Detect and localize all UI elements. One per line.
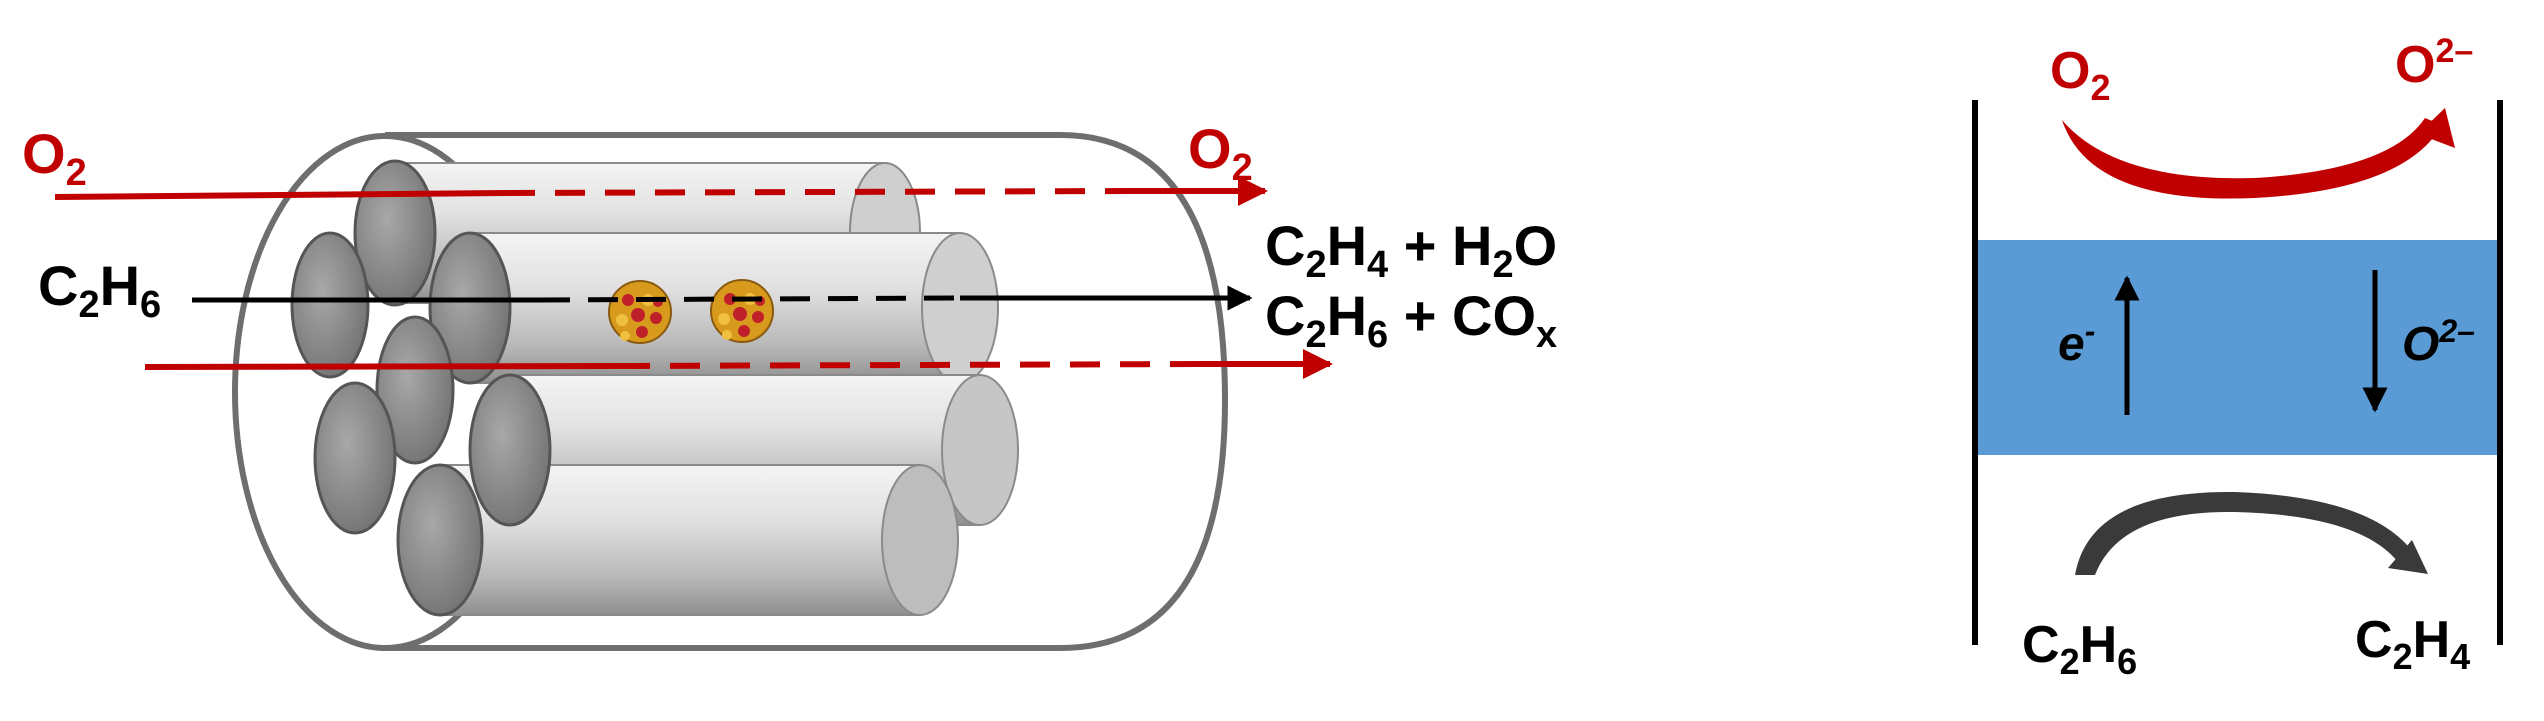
right-ethylene-label: C2H4 — [2355, 611, 2470, 677]
oxide-ion-label: O2– — [2395, 32, 2473, 94]
reactor-shell-outline — [385, 132, 1229, 651]
membrane-layer — [1978, 240, 2497, 455]
right-o2-label: O2 — [2050, 42, 2110, 108]
tube-ends — [290, 159, 552, 617]
catalyst-particle — [608, 280, 672, 344]
tube-cap — [921, 232, 999, 384]
o2-upper-flow-arrow — [54, 176, 1268, 206]
o2-inlet-label: O2 — [22, 122, 87, 194]
oxide-transport-label: O2– — [2402, 313, 2475, 371]
product-line-1: C2H4 + H2O — [1265, 214, 1557, 286]
right-ethane-label: C2H6 — [2022, 616, 2137, 682]
reactor-group: O2 O2 C2H6 C2H4 + H2O C2H6 + COx — [22, 117, 1557, 651]
tube-cap — [941, 374, 1019, 526]
oxygen-arrowhead — [2418, 108, 2455, 148]
membrane-mechanism-group: O2 O2– e- O2– C2H6 C2H4 — [1972, 32, 2503, 682]
tube-end — [468, 373, 552, 527]
electron-label: e- — [2058, 313, 2095, 371]
tube-end — [375, 315, 455, 465]
catalyst-particle — [710, 279, 774, 343]
ethane-arrowhead — [2388, 540, 2428, 574]
tube-end — [396, 463, 484, 617]
tube-cap — [881, 464, 959, 616]
o2-lower-flow-arrow — [144, 349, 1333, 379]
o2-outlet-label: O2 — [1188, 117, 1253, 189]
ethane-flow-arrow — [192, 285, 1253, 311]
tube-end — [313, 381, 397, 535]
tube-end — [428, 231, 512, 385]
oxygen-reduction-arrow — [2062, 118, 2442, 199]
ethane-feed-label: C2H6 — [38, 254, 161, 326]
ethane-conversion-arrow — [2075, 491, 2415, 575]
product-line-2: C2H6 + COx — [1265, 284, 1557, 356]
tube-end — [290, 231, 370, 379]
